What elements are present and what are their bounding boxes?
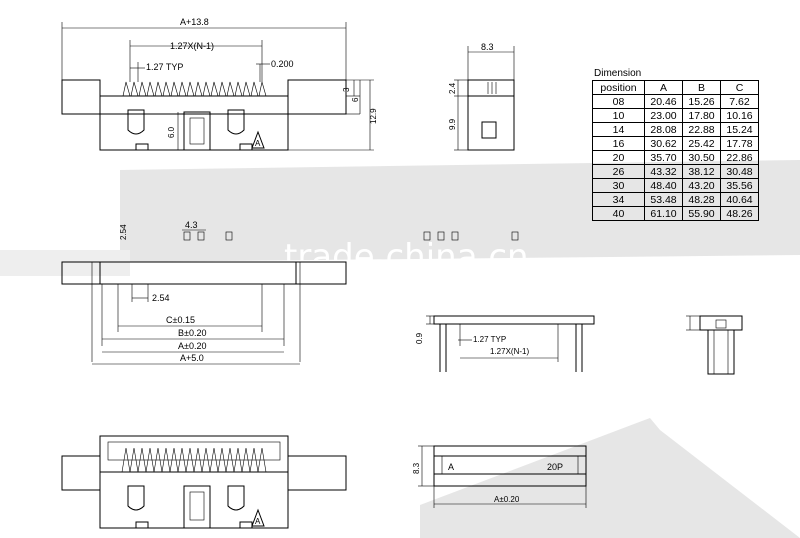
side-view: 8.3 2.4 9.9 xyxy=(448,42,515,151)
bottom-side-view: A 20P 8.3 A±0.20 xyxy=(412,445,587,508)
cell-position: 16 xyxy=(592,136,645,151)
cell-a: 28.08 xyxy=(644,122,683,137)
table-row: 08 20.46 15.26 7.62 xyxy=(592,94,759,109)
dim-inner-6: 6.0 xyxy=(167,126,176,138)
dim-side-lower: 9.9 xyxy=(448,118,457,130)
cell-c: 30.48 xyxy=(720,164,759,179)
table-row: 40 61.10 55.90 48.26 xyxy=(592,206,759,221)
table-row: 34 53.48 48.28 40.64 xyxy=(592,192,759,207)
cell-c: 7.62 xyxy=(720,94,759,109)
header-b: B xyxy=(682,80,721,95)
cell-b: 43.20 xyxy=(682,178,721,193)
cell-position: 08 xyxy=(592,94,645,109)
table-row: 30 48.40 43.20 35.56 xyxy=(592,178,759,193)
cell-c: 48.26 xyxy=(720,206,759,221)
cell-position: 10 xyxy=(592,108,645,123)
cell-b: 48.28 xyxy=(682,192,721,207)
cell-position: 14 xyxy=(592,122,645,137)
cell-c: 17.78 xyxy=(720,136,759,151)
dim-c: C±0.15 xyxy=(166,315,195,325)
table-row: 10 23.00 17.80 10.16 xyxy=(592,108,759,123)
cell-a: 30.62 xyxy=(644,136,683,151)
cell-b: 25.42 xyxy=(682,136,721,151)
dim-total: A+5.0 xyxy=(180,353,204,363)
dim-pin-spacing: 2.54 xyxy=(152,293,170,303)
cell-a: 20.46 xyxy=(644,94,683,109)
dim-pitch-span: 1.27X(N-1) xyxy=(170,41,214,51)
header-a: A xyxy=(644,80,683,95)
table-row: 16 30.62 25.42 17.78 xyxy=(592,136,759,151)
dim-pitch-typ: 1.27 TYP xyxy=(146,62,183,72)
cell-b: 55.90 xyxy=(682,206,721,221)
footprint-view: 2.54 4.3 2.54 C±0.15 B±0.20 A±0.20 A+ xyxy=(61,220,519,365)
dim-bottom-side-width: A±0.20 xyxy=(494,495,520,504)
polarity-mark-bottom: A xyxy=(255,517,261,526)
table-row: 14 28.08 22.88 15.24 xyxy=(592,122,759,137)
cell-c: 40.64 xyxy=(720,192,759,207)
top-view: A+13.8 1.27X(N-1) 1.27 TYP 0.200 3 6 12.… xyxy=(61,17,378,151)
dim-b: B±0.20 xyxy=(178,328,206,338)
table-row: 26 43.32 38.12 30.48 xyxy=(592,164,759,179)
cell-c: 15.24 xyxy=(720,122,759,137)
cell-position: 34 xyxy=(592,192,645,207)
dim-bottom-side-height: 8.3 xyxy=(412,462,421,474)
cell-c: 10.16 xyxy=(720,108,759,123)
cell-a: 23.00 xyxy=(644,108,683,123)
cell-b: 38.12 xyxy=(682,164,721,179)
cell-a: 61.10 xyxy=(644,206,683,221)
header-c: C xyxy=(720,80,759,95)
cell-a: 53.48 xyxy=(644,192,683,207)
cell-b: 22.88 xyxy=(682,122,721,137)
bottom-side-mark: A xyxy=(448,462,454,472)
dim-front-height: 0.9 xyxy=(415,332,424,344)
dim-side-width: 8.3 xyxy=(481,42,494,52)
polarity-mark-top: A xyxy=(255,139,261,148)
dim-front-pitch: 1.27 TYP xyxy=(473,335,506,344)
bottom-view: A xyxy=(61,435,347,529)
cell-b: 17.80 xyxy=(682,108,721,123)
dim-front-span: 1.27X(N-1) xyxy=(490,347,529,356)
cell-c: 35.56 xyxy=(720,178,759,193)
dim-a: A±0.20 xyxy=(178,341,206,351)
dimension-caption: Dimension xyxy=(594,68,642,79)
dim-height-3: 3 xyxy=(342,87,351,92)
dimension-header-row: position A B C xyxy=(592,80,759,95)
header-position: position xyxy=(592,80,645,95)
cell-a: 48.40 xyxy=(644,178,683,193)
dim-height-12-9: 12.9 xyxy=(369,108,378,124)
dim-side-upper: 2.4 xyxy=(448,82,457,94)
dim-pin-width: 0.200 xyxy=(271,59,294,69)
watermark-text: trade.china.cn xyxy=(284,237,529,277)
bottom-side-positions: 20P xyxy=(547,462,563,472)
dimension-grid: position A B C 08 20.46 15.26 7.62 10 23… xyxy=(592,80,759,221)
footprint-pins xyxy=(183,231,519,241)
dim-footprint-pin-width: 4.3 xyxy=(185,220,198,230)
cell-b: 15.26 xyxy=(682,94,721,109)
cell-position: 30 xyxy=(592,178,645,193)
cell-c: 22.86 xyxy=(720,150,759,165)
dim-height-6: 6 xyxy=(351,97,360,102)
cell-b: 30.50 xyxy=(682,150,721,165)
dimension-table: Dimension position A B C 08 20.46 15.26 … xyxy=(592,68,759,221)
cell-a: 43.32 xyxy=(644,164,683,179)
table-row: 20 35.70 30.50 22.86 xyxy=(592,150,759,165)
cell-a: 35.70 xyxy=(644,150,683,165)
cell-position: 20 xyxy=(592,150,645,165)
front-view: 0.9 1.27 TYP 1.27X(N-1) xyxy=(415,315,743,375)
cell-position: 26 xyxy=(592,164,645,179)
cell-position: 40 xyxy=(592,206,645,221)
pin-row xyxy=(120,81,268,97)
dim-pin-offset: 2.54 xyxy=(119,224,128,240)
dim-overall-width: A+13.8 xyxy=(180,17,209,27)
